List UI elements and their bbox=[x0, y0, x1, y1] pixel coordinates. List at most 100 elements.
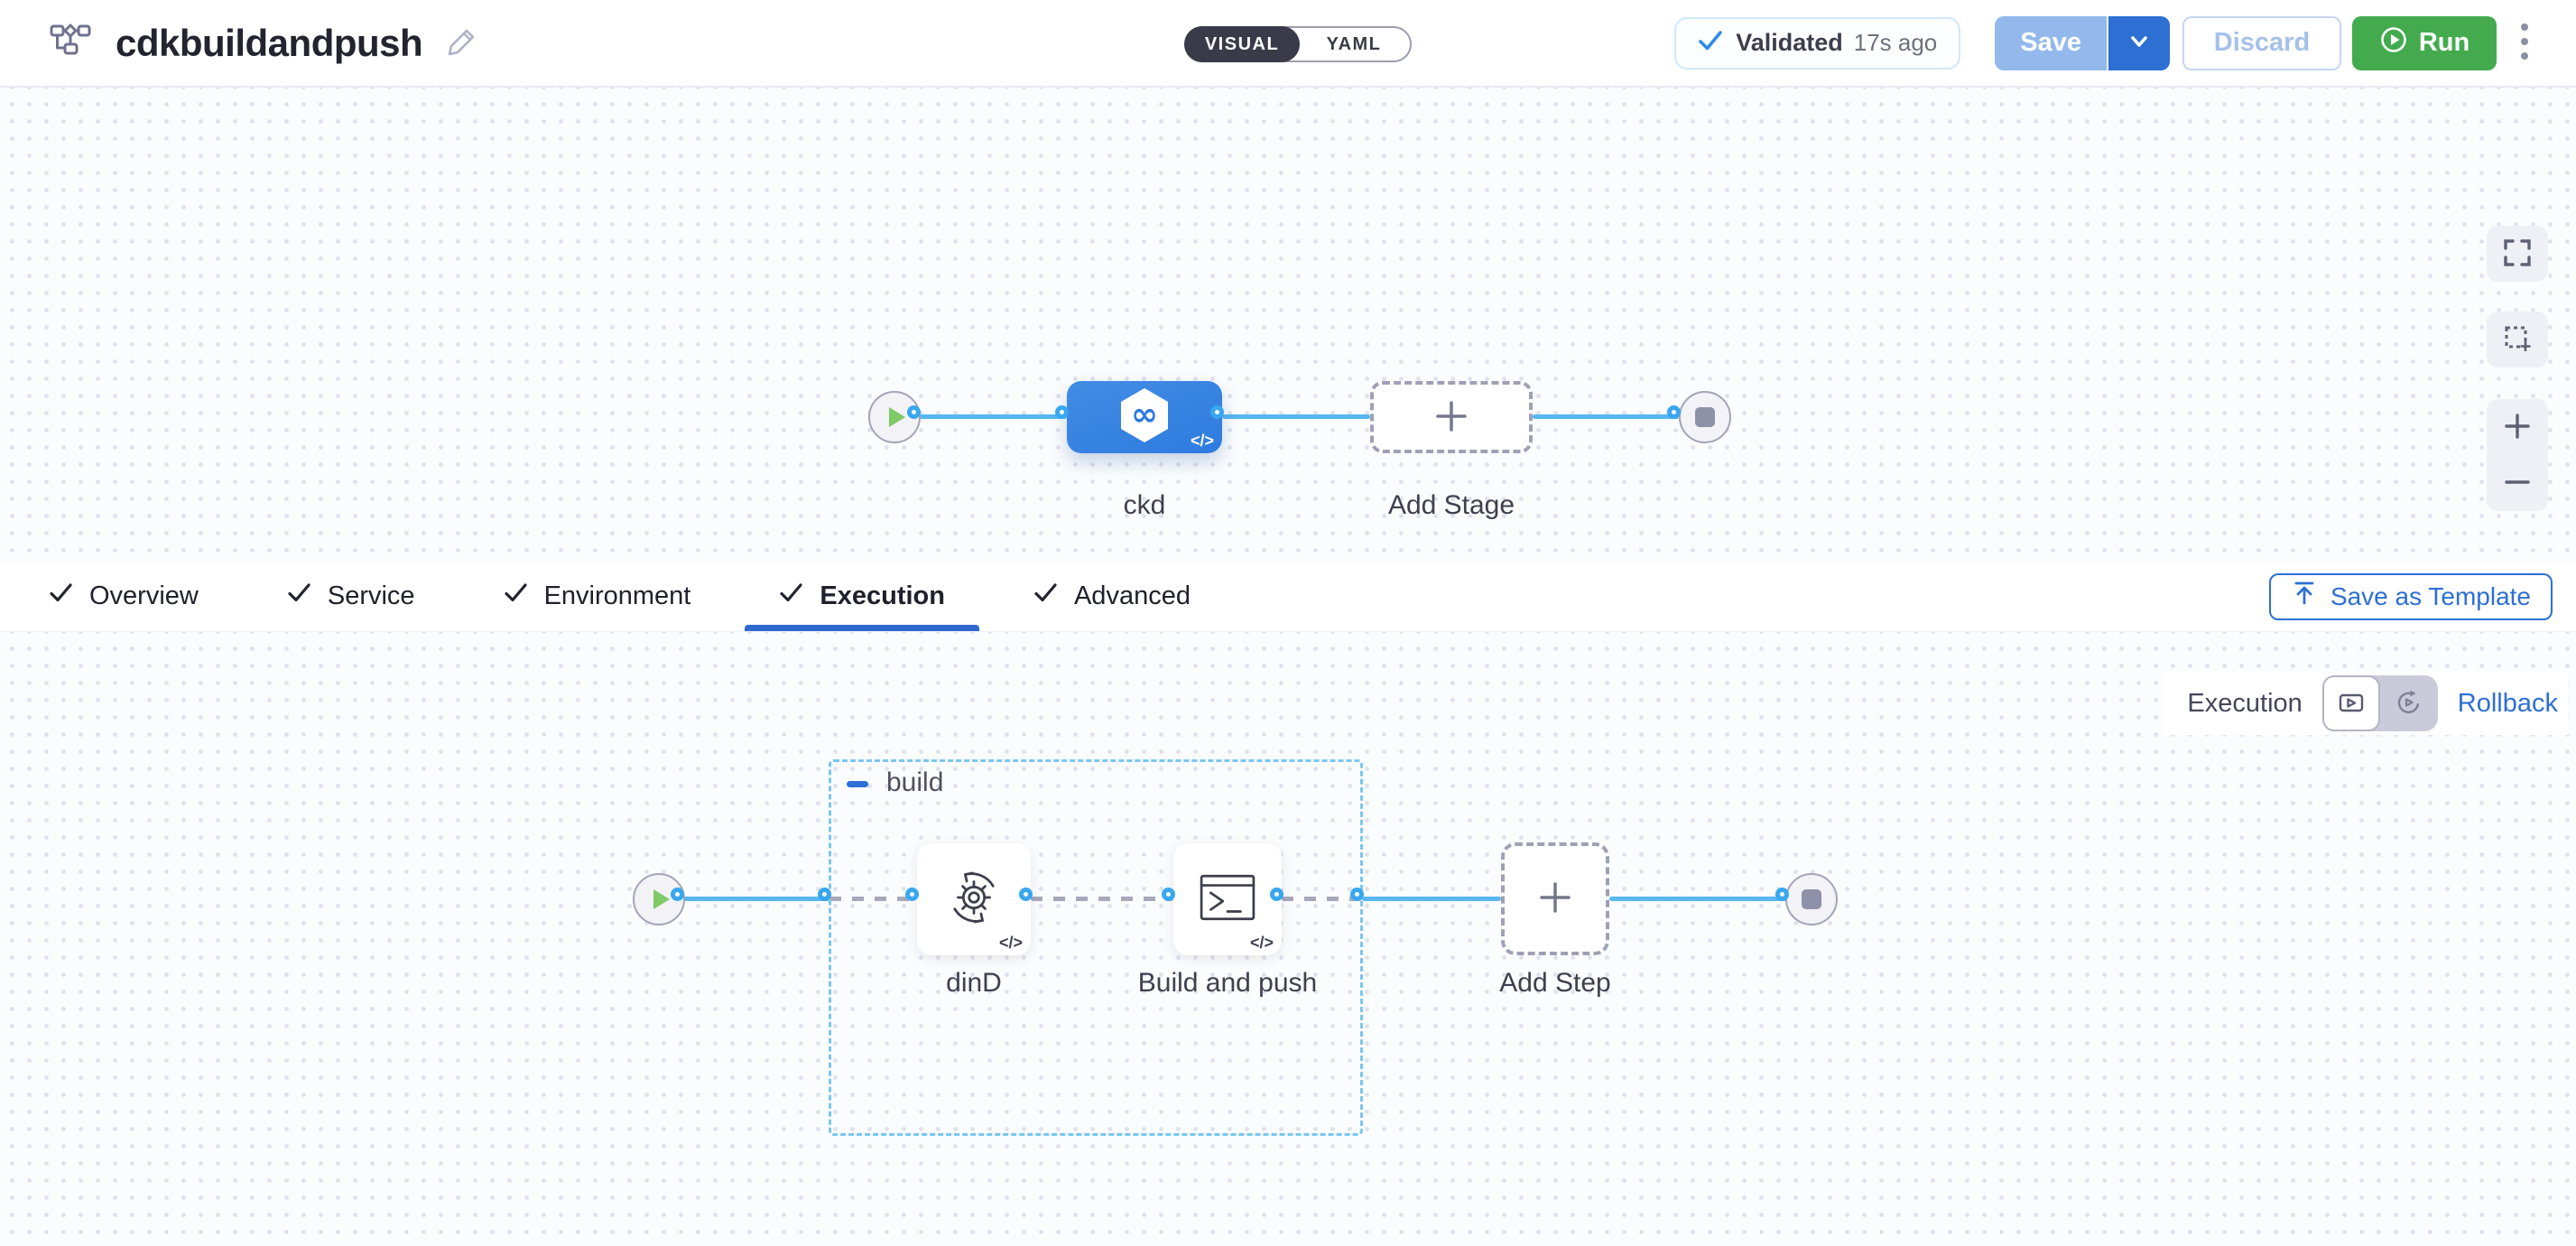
header-actions: Validated 17s ago Save Discard bbox=[1674, 0, 2536, 86]
connector-port bbox=[1270, 888, 1283, 901]
execution-canvas[interactable]: Execution bbox=[0, 632, 2576, 1246]
check-icon bbox=[1033, 581, 1058, 612]
step-node-build-and-push[interactable]: </> bbox=[1173, 843, 1282, 955]
zoom-out-button[interactable] bbox=[2487, 455, 2548, 511]
pipeline-end-node bbox=[1679, 391, 1731, 443]
marquee-select-icon bbox=[2502, 323, 2533, 357]
upload-icon bbox=[2291, 580, 2318, 613]
tab-label: Service bbox=[327, 581, 415, 610]
connector-line bbox=[1222, 414, 1370, 419]
connector-port bbox=[1775, 888, 1789, 901]
connector-port bbox=[1162, 888, 1175, 901]
rollback-icon bbox=[2395, 688, 2423, 720]
execution-mode-label: Execution bbox=[2187, 688, 2303, 718]
play-icon bbox=[887, 406, 907, 428]
stop-icon bbox=[1695, 407, 1715, 427]
more-options-button[interactable] bbox=[2513, 15, 2536, 70]
connector-line-dashed bbox=[1282, 897, 1362, 901]
stage-config-tabbar: Overview Service Environment Execution A… bbox=[0, 562, 2576, 632]
add-stage-label: Add Stage bbox=[1387, 490, 1515, 520]
fullscreen-button[interactable] bbox=[2487, 226, 2548, 282]
ci-hexagon-icon: ∞ bbox=[1117, 386, 1172, 450]
stage-label: ckd bbox=[1123, 490, 1166, 520]
tab-label: Overview bbox=[89, 581, 199, 610]
step-label: Build and push bbox=[1137, 968, 1318, 998]
stop-icon bbox=[1802, 889, 1821, 909]
plus-icon bbox=[1431, 395, 1472, 440]
check-icon bbox=[504, 581, 528, 612]
connector-line bbox=[1362, 897, 1501, 901]
validated-label: Validated bbox=[1736, 29, 1843, 56]
terminal-icon bbox=[1199, 873, 1256, 926]
tabs: Overview Service Environment Execution A… bbox=[0, 562, 2576, 631]
plus-icon bbox=[2502, 411, 2533, 444]
connector-line bbox=[682, 897, 829, 901]
tab-service[interactable]: Service bbox=[287, 562, 415, 631]
header-left: cdkbuildandpush bbox=[0, 21, 478, 65]
connector-line-dashed bbox=[1031, 897, 1173, 901]
validated-badge[interactable]: Validated 17s ago bbox=[1674, 16, 1961, 70]
zoom-in-button[interactable] bbox=[2487, 399, 2548, 455]
play-icon bbox=[652, 888, 672, 910]
chevron-down-icon bbox=[2126, 32, 2153, 54]
open-yaml-badge[interactable]: </> bbox=[1190, 432, 1214, 450]
minus-icon bbox=[2502, 467, 2533, 500]
execution-end-node bbox=[1785, 873, 1838, 925]
connector-port bbox=[1667, 405, 1681, 419]
open-yaml-badge[interactable]: </> bbox=[1249, 934, 1274, 952]
tab-execution[interactable]: Execution bbox=[745, 562, 979, 631]
execution-rollback-toggle bbox=[2321, 675, 2438, 731]
discard-button[interactable]: Discard bbox=[2182, 15, 2341, 70]
multi-select-button[interactable] bbox=[2487, 312, 2548, 367]
open-yaml-badge[interactable]: </> bbox=[998, 934, 1023, 952]
check-icon bbox=[287, 581, 311, 612]
run-button[interactable]: Run bbox=[2352, 15, 2497, 70]
connector-line-dashed bbox=[829, 897, 917, 901]
rollback-view-button[interactable] bbox=[2380, 675, 2438, 731]
add-step-label: Add Step bbox=[1499, 968, 1611, 998]
add-step-button[interactable] bbox=[1501, 842, 1609, 955]
plus-icon bbox=[1534, 877, 1576, 921]
save-as-template-label: Save as Template bbox=[2330, 581, 2531, 610]
edit-pipeline-name-button[interactable] bbox=[446, 25, 478, 60]
pipeline-icon bbox=[49, 21, 92, 65]
kebab-icon bbox=[2518, 21, 2531, 65]
tab-label: Environment bbox=[543, 581, 691, 610]
tab-environment[interactable]: Environment bbox=[504, 562, 691, 631]
tab-label: Execution bbox=[820, 581, 945, 610]
svg-text:∞: ∞ bbox=[1131, 396, 1158, 433]
connector-port bbox=[671, 888, 684, 901]
stage-node-ckd[interactable]: ∞ </> bbox=[1067, 381, 1222, 453]
save-button[interactable]: Save bbox=[1995, 15, 2107, 70]
tab-advanced[interactable]: Advanced bbox=[1033, 562, 1191, 631]
pencil-icon bbox=[446, 25, 478, 60]
rollback-link[interactable]: Rollback bbox=[2457, 688, 2558, 718]
save-as-template-button[interactable]: Save as Template bbox=[2268, 572, 2553, 620]
validated-time: 17s ago bbox=[1853, 29, 1938, 56]
add-stage-button[interactable] bbox=[1370, 381, 1533, 453]
group-label: build bbox=[886, 767, 944, 797]
execution-view-button[interactable] bbox=[2321, 675, 2380, 731]
stage-canvas[interactable]: ∞ </> ckd Add Stage bbox=[0, 88, 2576, 562]
visual-mode-button[interactable]: VISUAL bbox=[1184, 26, 1300, 62]
step-node-dind[interactable]: </> bbox=[917, 843, 1031, 955]
header: cdkbuildandpush VISUAL YAML bbox=[0, 0, 2576, 88]
check-icon bbox=[49, 581, 73, 612]
connector-port bbox=[1210, 405, 1224, 419]
connector-port bbox=[1350, 888, 1364, 901]
connector-line bbox=[919, 414, 1067, 419]
collapse-group-button[interactable] bbox=[847, 781, 868, 787]
background-service-gear-icon bbox=[942, 866, 1005, 934]
play-circle-icon bbox=[2379, 25, 2408, 61]
connector-port bbox=[905, 888, 919, 901]
connector-port bbox=[907, 405, 921, 419]
connector-port bbox=[1019, 888, 1033, 901]
fullscreen-icon bbox=[2502, 237, 2533, 271]
save-options-button[interactable] bbox=[2107, 15, 2170, 70]
save-split-button: Save bbox=[1995, 15, 2170, 70]
step-label: dinD bbox=[946, 968, 1002, 998]
step-group-build[interactable] bbox=[829, 759, 1363, 1136]
yaml-mode-button[interactable]: YAML bbox=[1298, 28, 1410, 60]
tab-overview[interactable]: Overview bbox=[49, 562, 199, 631]
